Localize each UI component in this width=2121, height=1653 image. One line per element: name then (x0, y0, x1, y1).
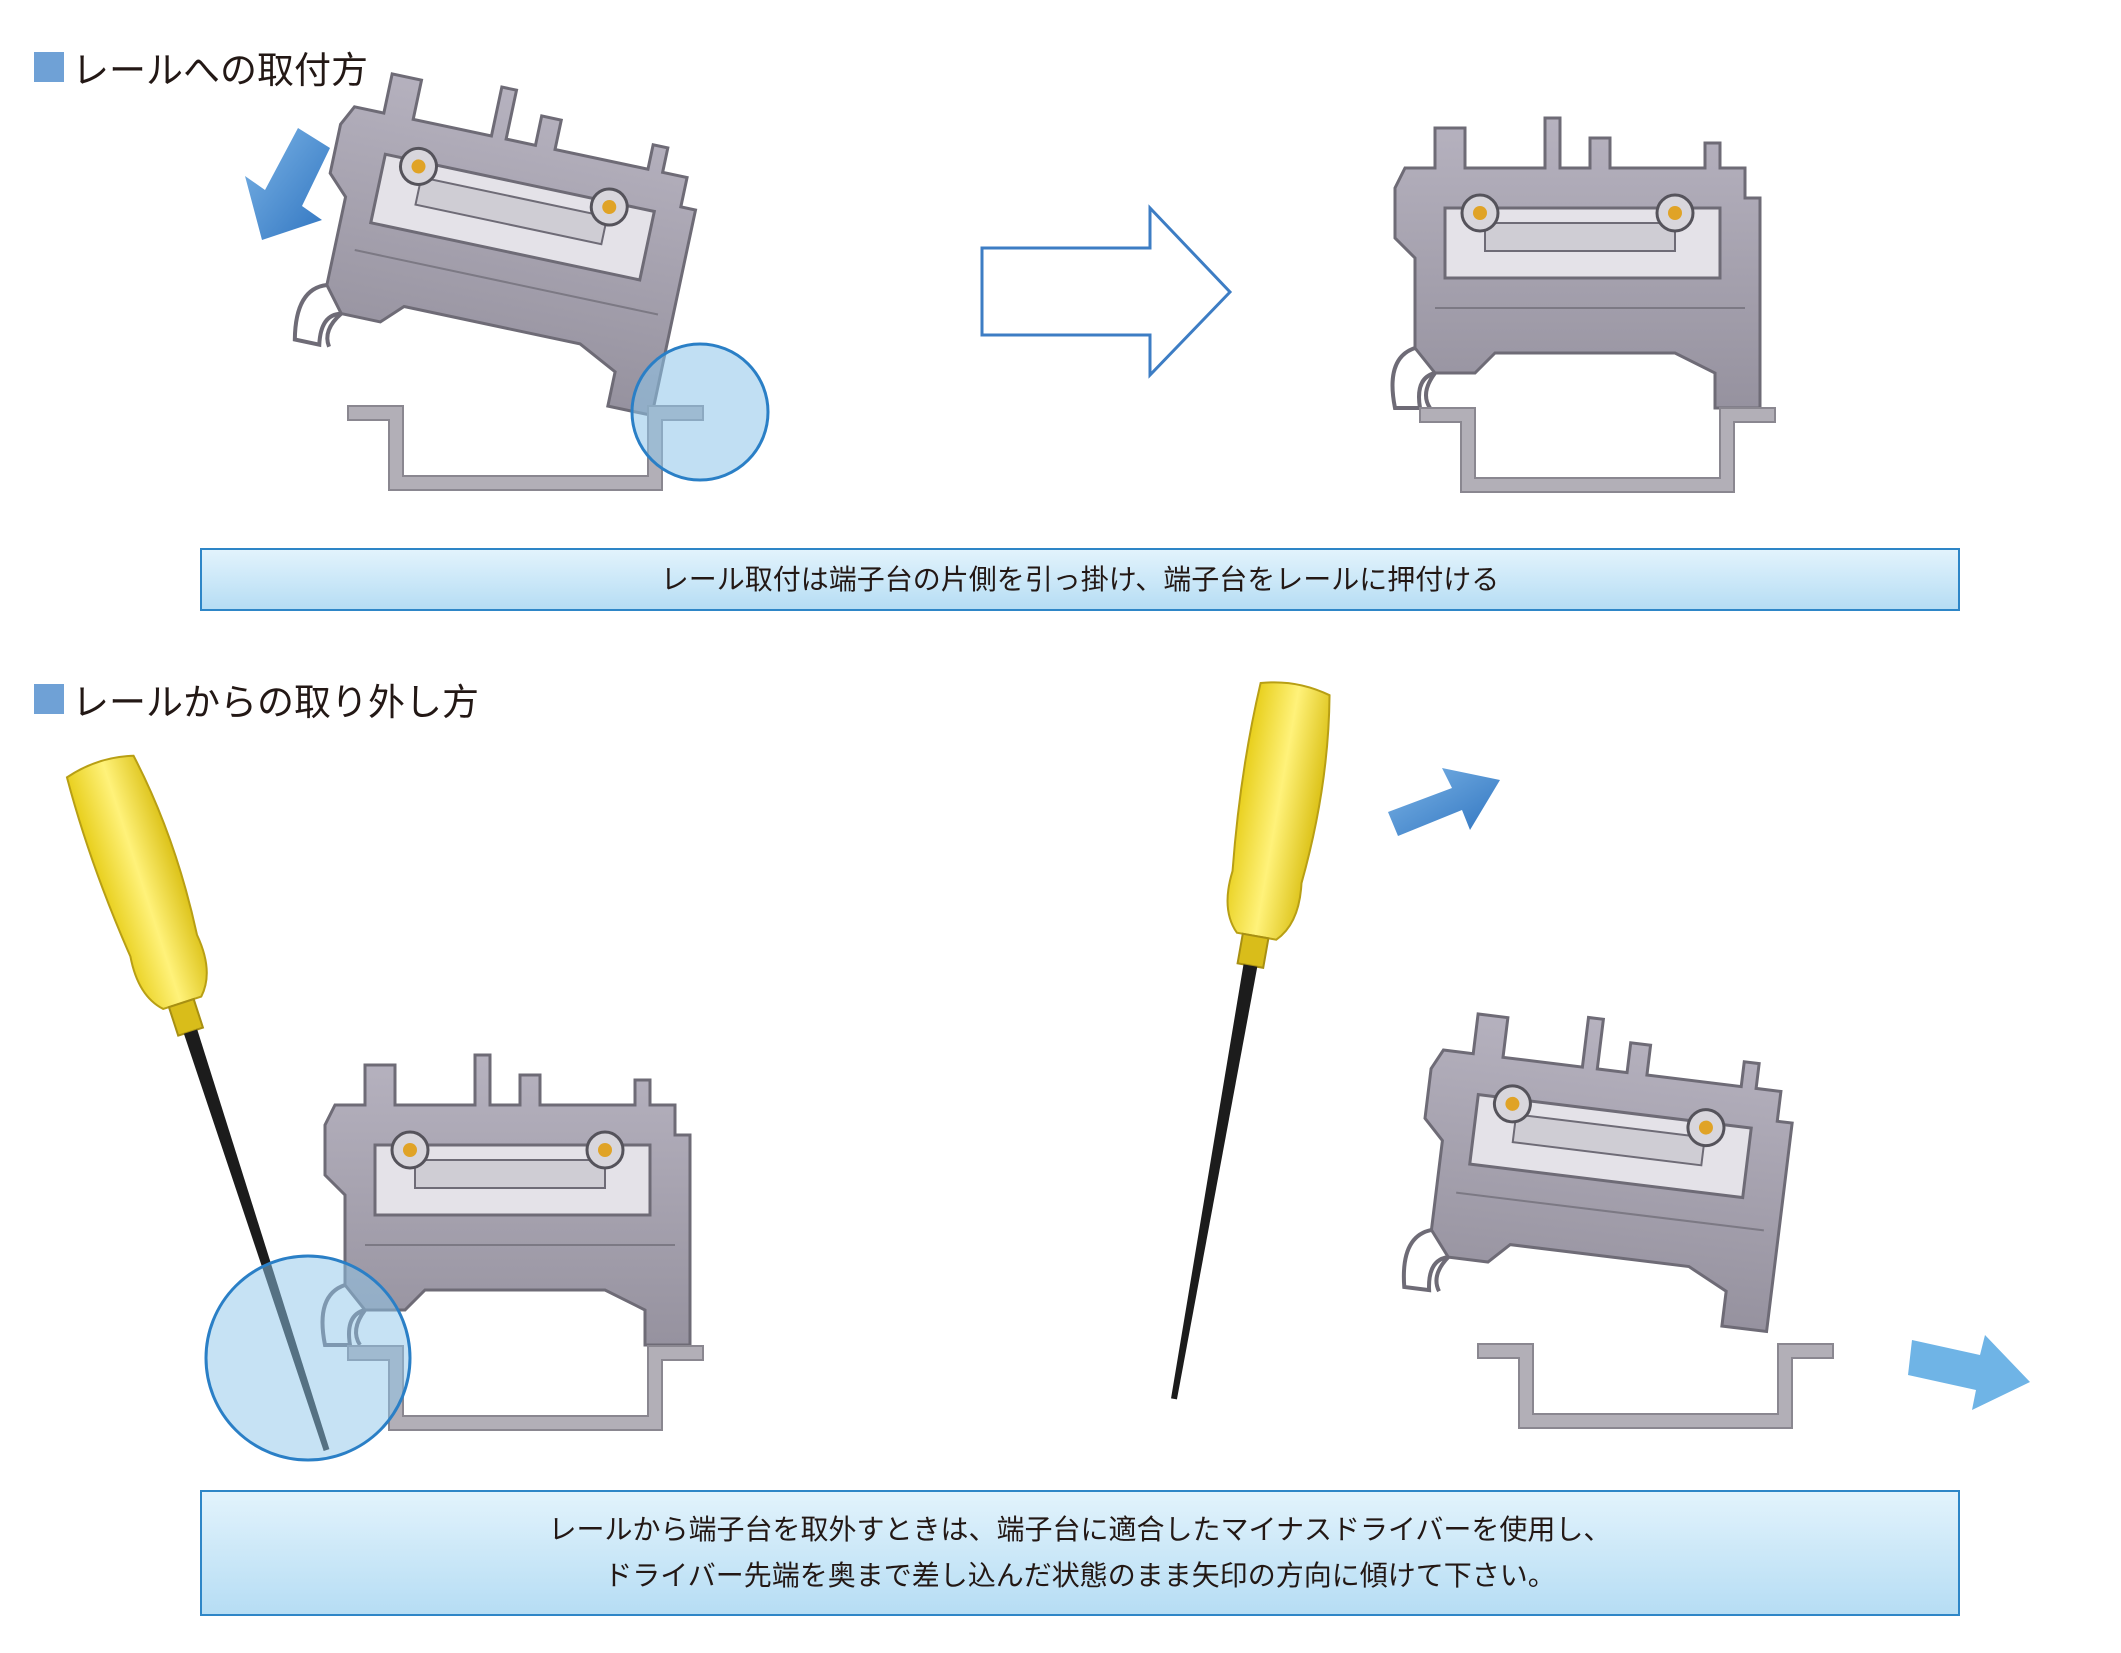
din-rail (1477, 1343, 1834, 1429)
terminal-block-tilted (290, 53, 715, 418)
upper-direction-arrow-icon (1388, 768, 1500, 836)
remove-caption-line1: レールから端子台を取外すときは、端子台に適合したマイナスドライバーを使用し、 (548, 1513, 1612, 1546)
screwdriver-icon (1132, 676, 1341, 1407)
mount-caption-box: レール取付は端子台の片側を引っ掛け、端子台をレールに押付ける (200, 548, 1960, 611)
square-bullet-icon (34, 684, 64, 714)
square-bullet-icon (34, 52, 64, 82)
terminal-block-mounted (1390, 116, 1762, 410)
next-step-arrow-icon (980, 204, 1233, 379)
section-title-mount-text: レールへの取付方 (72, 49, 368, 92)
mount-caption-text: レール取付は端子台の片側を引っ掛け、端子台をレールに押付ける (660, 563, 1500, 596)
terminal-block-tilting (1399, 996, 1804, 1334)
section-title-remove-text: レールからの取り外し方 (72, 681, 479, 724)
release-slot-highlight-circle (204, 1254, 412, 1462)
remove-caption-box: レールから端子台を取外すときは、端子台に適合したマイナスドライバーを使用し、 ド… (200, 1490, 1960, 1616)
lower-direction-arrow-icon (1908, 1335, 2030, 1410)
section-title-remove: レールからの取り外し方 (34, 672, 479, 726)
section-title-mount: レールへの取付方 (34, 40, 368, 94)
din-rail (1419, 407, 1776, 493)
hook-highlight-circle (630, 342, 770, 482)
press-direction-arrow-icon (245, 128, 330, 240)
remove-caption-line2: ドライバー先端を奥まで差し込んだ状態のまま矢印の方向に傾けて下さい。 (604, 1559, 1556, 1592)
